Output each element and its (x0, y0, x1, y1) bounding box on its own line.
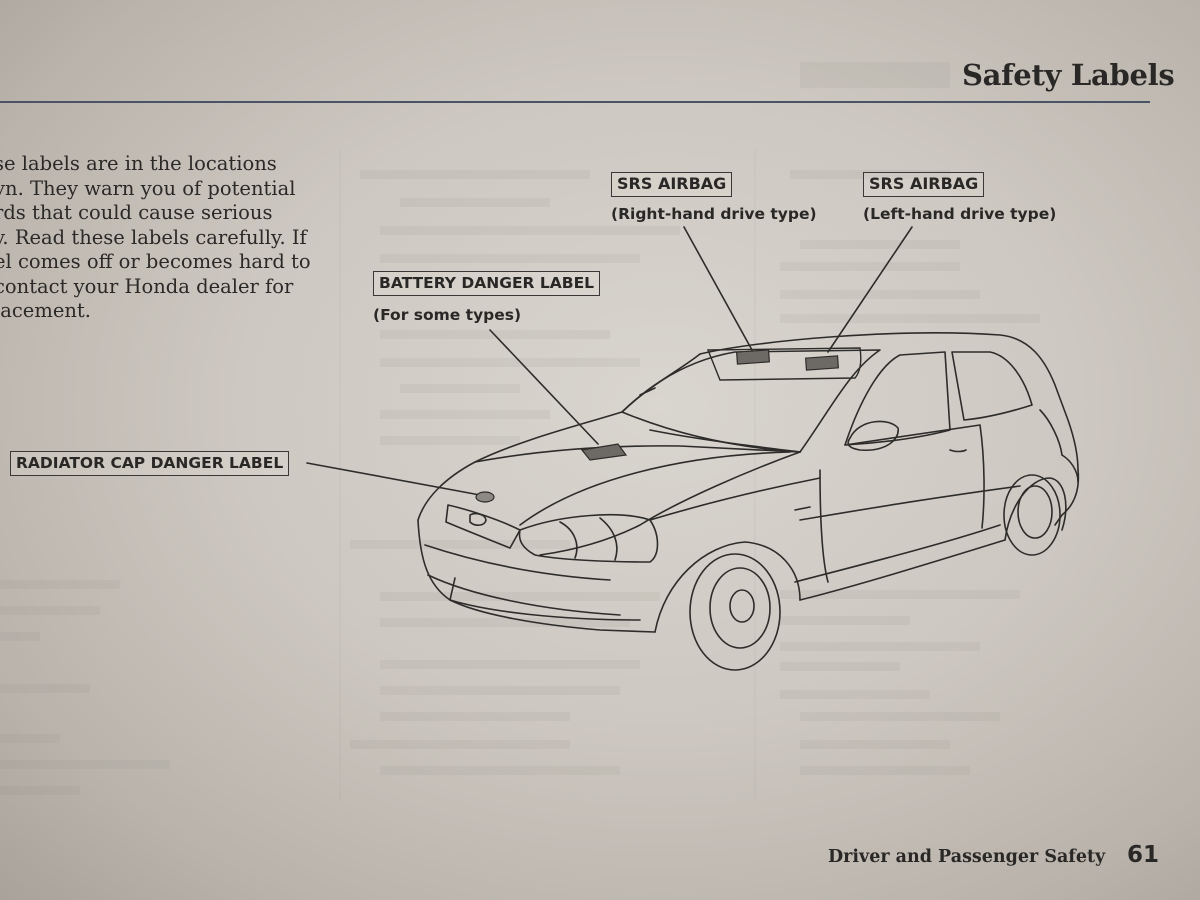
page-title: Safety Labels (962, 58, 1175, 92)
srs-airbag-right-note: (Right-hand drive type) (611, 205, 817, 223)
radiator-cap-label-patch (475, 491, 495, 503)
intro-line: el comes off or becomes hard to (0, 250, 311, 273)
leader-line-srs-left (827, 226, 913, 353)
battery-label-patch (580, 443, 628, 461)
battery-danger-label: BATTERY DANGER LABEL (373, 271, 601, 296)
leader-line-srs-right (683, 226, 753, 351)
battery-danger-note: (For some types) (373, 306, 522, 324)
intro-line: lacement. (0, 299, 91, 322)
intro-line: rds that could cause serious (0, 201, 273, 224)
leader-line-radiator (306, 462, 481, 496)
srs-left-label-patch (804, 355, 840, 371)
footer-section-title: Driver and Passenger Safety (828, 847, 1106, 867)
intro-line: se labels are in the locations (0, 152, 277, 175)
radiator-cap-danger-label: RADIATOR CAP DANGER LABEL (10, 451, 290, 476)
srs-airbag-right-label: SRS AIRBAG (611, 172, 733, 197)
leader-line-battery (489, 329, 599, 445)
intro-line: contact your Honda dealer for (0, 274, 294, 298)
srs-airbag-left-label: SRS AIRBAG (863, 172, 985, 197)
intro-line: vn. They warn you of potential (0, 176, 296, 200)
header-rule (0, 101, 1150, 103)
intro-paragraph: se labels are in the locations vn. They … (0, 152, 324, 324)
srs-right-label-patch (735, 349, 771, 365)
srs-airbag-left-note: (Left-hand drive type) (863, 205, 1057, 223)
intro-line: y. Read these labels carefully. If (0, 225, 307, 249)
page-number: 61 (1127, 842, 1160, 868)
